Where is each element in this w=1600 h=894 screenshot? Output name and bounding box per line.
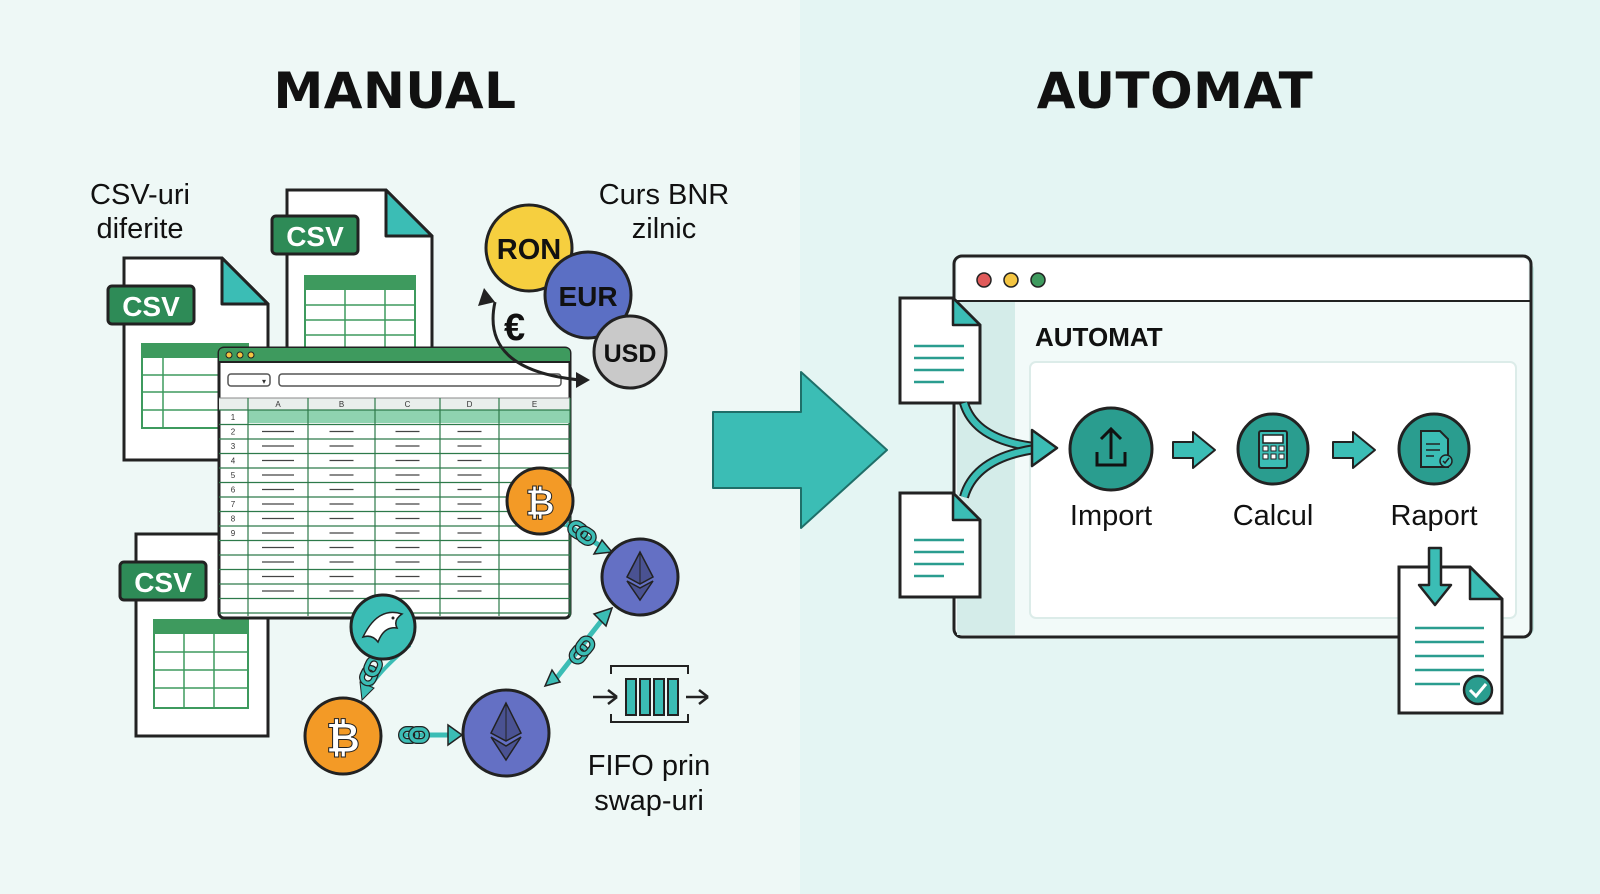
manual-heading: MANUAL [273, 62, 517, 120]
rate-note-line-1: Curs BNR [599, 179, 730, 211]
bitcoin-symbol: ₿ [525, 482, 554, 523]
report-icon [1420, 430, 1453, 468]
bitcoin-symbol: ₿ [326, 714, 360, 761]
fifo-note-line-1: FIFO prin [588, 750, 710, 782]
ethereum-coin [461, 688, 551, 778]
usd-coin: USD [592, 314, 668, 390]
swap-chain [360, 521, 614, 747]
check-icon [1462, 674, 1494, 706]
ron-coin: RON [484, 203, 574, 293]
svg-text:USD: USD [604, 340, 657, 368]
raport-step: Raport [1390, 412, 1478, 532]
euro-symbol: € [504, 307, 525, 349]
column-header: C [405, 400, 411, 409]
input-document-icon [898, 491, 982, 599]
row-header: 8 [231, 515, 236, 524]
csv-note: CSV-uri diferite [90, 179, 190, 245]
row-header: 4 [231, 457, 236, 466]
row-header: 1 [231, 413, 236, 422]
fifo-queue-icon [593, 665, 709, 723]
svg-text:EUR: EUR [558, 281, 617, 312]
column-header: E [532, 400, 537, 409]
import-step: Import [1068, 406, 1154, 532]
transition-arrow [712, 371, 888, 529]
svg-text:▾: ▾ [262, 377, 266, 386]
calcul-label: Calcul [1233, 500, 1314, 532]
column-header: B [339, 400, 344, 409]
column-header: A [275, 400, 281, 409]
calcul-step: Calcul [1233, 412, 1314, 532]
csv-badge: CSV [122, 291, 180, 322]
exchange-arrow: € [478, 288, 590, 388]
csv-file-icon: CSV [270, 188, 434, 362]
spreadsheet-grid [219, 398, 571, 616]
step-arrow [1332, 431, 1376, 469]
row-header: 9 [231, 529, 236, 538]
input-document-icon [898, 296, 982, 405]
column-headers: A B C D E [275, 400, 537, 409]
csv-file-icon: CSV [106, 256, 270, 462]
column-header: D [467, 400, 473, 409]
svg-text:RON: RON [497, 234, 561, 266]
window-title: AUTOMAT [1035, 322, 1163, 352]
row-headers: 1 2 3 4 5 6 7 8 9 [231, 413, 236, 538]
fifo-note-line-2: swap-uri [594, 785, 704, 817]
output-report-icon [1397, 546, 1504, 715]
row-header: 3 [231, 442, 236, 451]
step-arrow [1172, 431, 1216, 469]
row-header: 7 [231, 500, 236, 509]
window-minimize-dot [1003, 272, 1019, 288]
csv-note-line-1: CSV-uri [90, 179, 190, 211]
shark-token-icon [349, 593, 417, 661]
rate-note-line-2: zilnic [632, 213, 696, 245]
row-header: 6 [231, 486, 236, 495]
fifo-note: FIFO prin swap-uri [588, 750, 710, 817]
csv-badge: CSV [134, 567, 192, 598]
bitcoin-coin: ₿ [505, 466, 575, 536]
merge-arrows [959, 401, 1059, 499]
window-close-dot [976, 272, 992, 288]
automat-heading: AUTOMAT [1036, 62, 1314, 120]
rate-note: Curs BNR zilnic [599, 179, 730, 245]
csv-note-line-2: diferite [96, 213, 183, 245]
window-maximize-dot [1030, 272, 1046, 288]
upload-icon [1095, 426, 1127, 467]
import-label: Import [1070, 500, 1152, 532]
row-header: 2 [231, 428, 236, 437]
download-arrow-icon [1417, 546, 1453, 607]
bitcoin-coin: ₿ [303, 696, 383, 776]
eur-coin: EUR [543, 250, 633, 340]
ethereum-coin [600, 537, 680, 617]
row-header: 5 [231, 471, 236, 480]
raport-label: Raport [1390, 500, 1477, 532]
csv-badge: CSV [286, 221, 344, 252]
content-panel [1029, 361, 1517, 619]
calculator-icon [1258, 430, 1288, 469]
